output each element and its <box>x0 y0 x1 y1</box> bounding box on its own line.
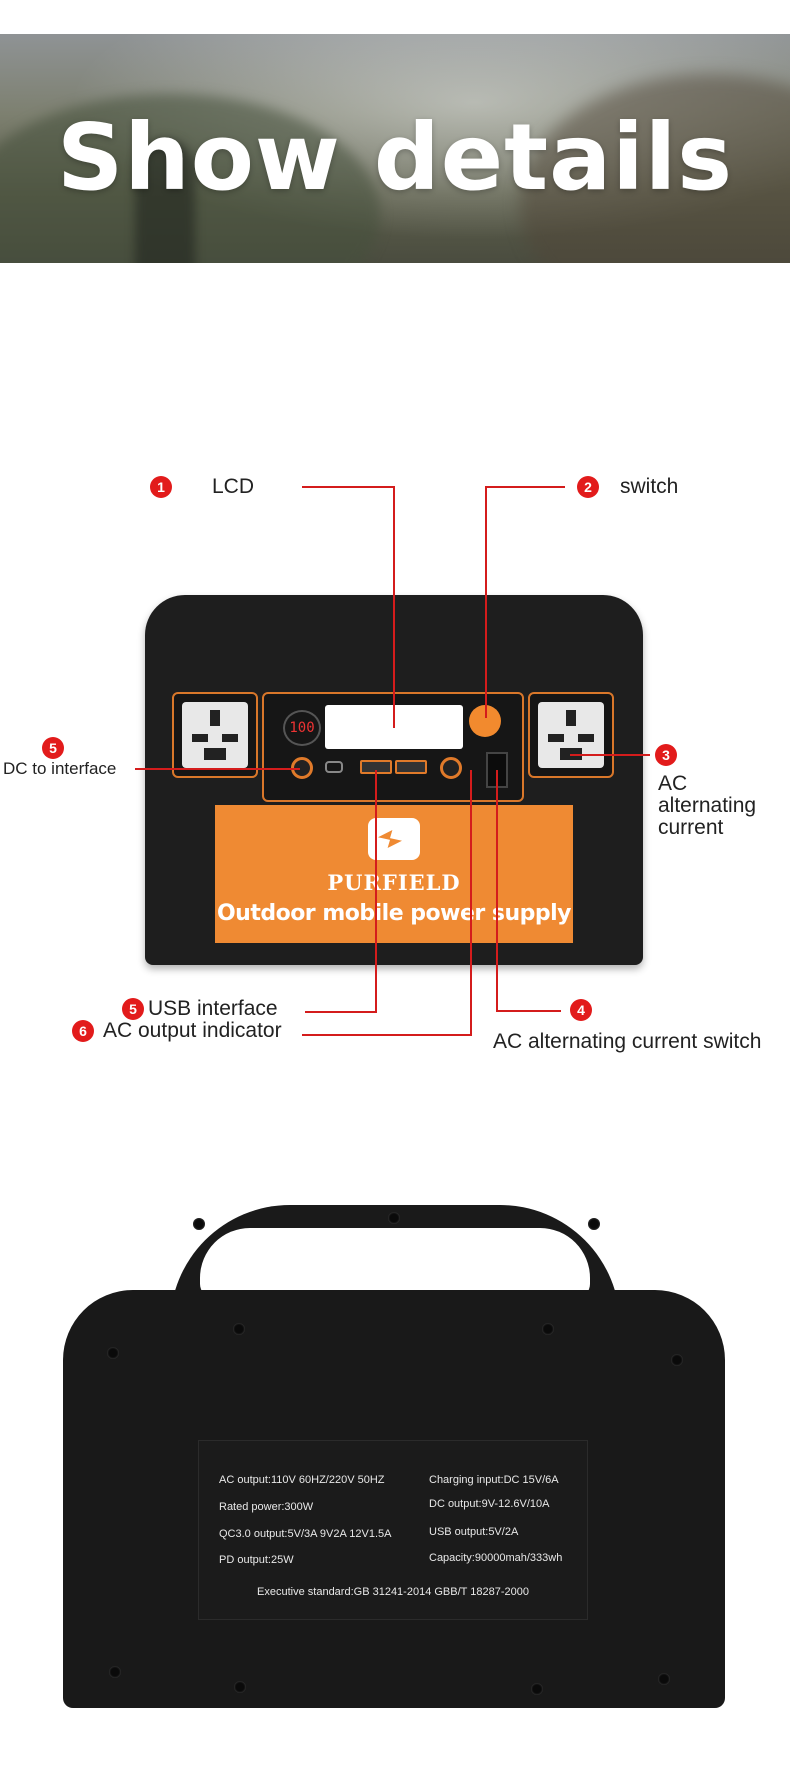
screw <box>671 1354 683 1366</box>
callout-line <box>135 768 300 770</box>
dc-port <box>440 757 462 779</box>
callout-badge: 6 <box>72 1020 94 1042</box>
callout-badge: 1 <box>150 476 172 498</box>
spec-ac-output: AC output:110V 60HZ/220V 50HZ <box>219 1474 385 1486</box>
callout-badge: 4 <box>570 999 592 1021</box>
callout-line <box>393 486 395 728</box>
callout-badge: 2 <box>577 476 599 498</box>
callout-badge: 3 <box>655 744 677 766</box>
callout-badge: 5 <box>122 998 144 1020</box>
callout-label-dc: DC to interface <box>3 759 117 778</box>
socket-face <box>182 702 248 768</box>
brand-name: PURFIELD <box>327 870 461 895</box>
callout-label-ac-line: AC <box>658 772 688 795</box>
screw <box>588 1218 600 1230</box>
spec-rated-power: Rated power:300W <box>219 1501 314 1513</box>
callout-label-ac-line: alternating <box>658 794 757 817</box>
callout-line <box>570 754 650 756</box>
screw <box>107 1347 119 1359</box>
usb-c-port <box>325 761 343 773</box>
spec-label-plate: AC output:110V 60HZ/220V 50HZ Charging i… <box>198 1440 588 1620</box>
callout-line <box>485 486 565 488</box>
spec-qc-output: QC3.0 output:5V/3A 9V2A 12V1.5A <box>219 1528 392 1540</box>
screw <box>193 1218 205 1230</box>
banner-hiker-figure <box>135 139 195 263</box>
callout-line <box>496 1010 561 1012</box>
screw <box>109 1666 121 1678</box>
ac-socket-left <box>172 692 258 778</box>
callout-line <box>496 770 498 1012</box>
callout-label-lcd: LCD <box>212 475 255 498</box>
callout-line <box>470 770 472 1035</box>
screw <box>233 1323 245 1335</box>
callout-line <box>375 770 377 1012</box>
callout-label-ac-switch: AC alternating current switch <box>493 1030 762 1053</box>
power-display: 100 <box>283 710 321 746</box>
screw <box>388 1212 400 1224</box>
callout-label-usb: USB interface <box>148 997 278 1020</box>
callout-line <box>302 1034 472 1036</box>
screw <box>542 1323 554 1335</box>
screw <box>531 1683 543 1695</box>
callout-badge: 5 <box>42 737 64 759</box>
spec-standard: Executive standard:GB 31241-2014 GBB/T 1… <box>257 1586 529 1598</box>
back-handle-hole <box>200 1228 590 1298</box>
callout-line <box>305 1011 377 1013</box>
spec-usb-output: USB output:5V/2A <box>429 1526 519 1538</box>
callout-label-switch: switch <box>620 475 679 498</box>
spec-capacity: Capacity:90000mah/333wh <box>429 1552 563 1564</box>
callout-label-ac-line: current <box>658 816 724 839</box>
ac-socket-right <box>528 692 614 778</box>
brand-panel: PURFIELD Outdoor mobile power supply <box>215 805 573 943</box>
screw <box>658 1673 670 1685</box>
spec-pd-output: PD output:25W <box>219 1554 294 1566</box>
screw <box>234 1681 246 1693</box>
banner-title: Show details <box>56 104 734 211</box>
brand-tagline: Outdoor mobile power supply <box>216 901 572 926</box>
callout-line <box>485 486 487 718</box>
spec-dc-output: DC output:9V-12.6V/10A <box>429 1498 550 1510</box>
callout-line <box>302 486 394 488</box>
hero-banner: Show details <box>0 34 790 263</box>
callout-label-ac: AC alternating current <box>658 773 756 839</box>
usb-port <box>395 760 427 774</box>
callout-label-ac-indicator: AC output indicator <box>103 1019 282 1042</box>
socket-face <box>538 702 604 768</box>
spec-charging-input: Charging input:DC 15V/6A <box>429 1474 559 1486</box>
